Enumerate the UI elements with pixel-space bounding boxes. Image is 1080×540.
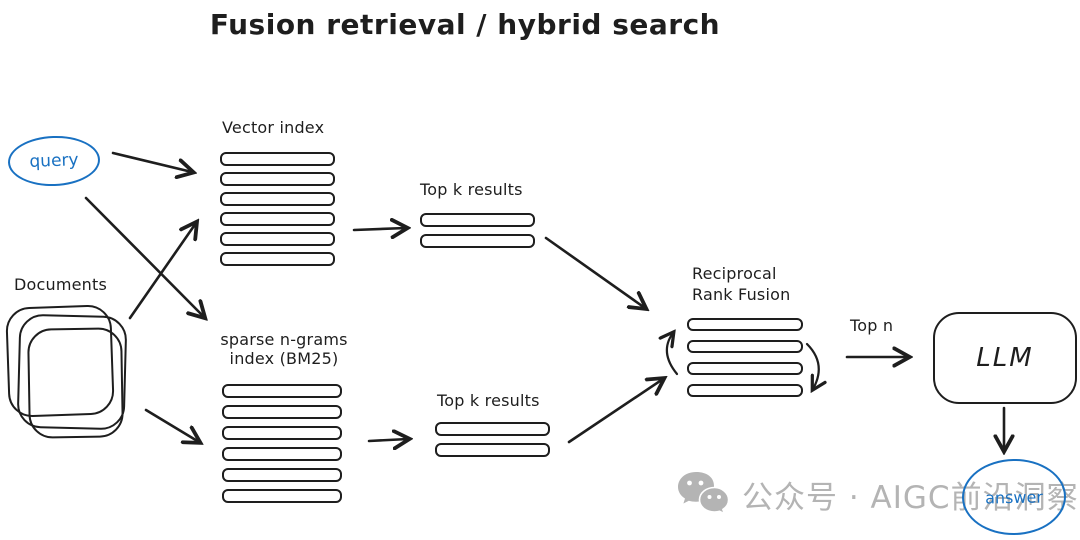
diagram-title: Fusion retrieval / hybrid search: [209, 8, 721, 41]
arrow-topk-vector-to-rrf: [544, 236, 645, 308]
index-row-bar: [222, 447, 342, 461]
index-row-bar: [687, 362, 803, 375]
index-row-bar: [420, 213, 535, 227]
index-row-bar: [420, 234, 535, 248]
llm-node: LLM: [933, 312, 1077, 404]
index-row-bar: [220, 232, 335, 246]
watermark-text: 公众号 · AIGC前沿洞察: [742, 479, 1079, 516]
index-row-bar: [220, 172, 335, 186]
index-row-bar: [222, 468, 342, 482]
index-row-bar: [220, 192, 335, 206]
documents-label: Documents: [14, 275, 108, 294]
index-row-bar: [687, 384, 803, 397]
query-label: query: [29, 150, 79, 172]
index-row-bar: [222, 384, 342, 398]
index-row-bar: [220, 252, 335, 266]
rrf-label: Reciprocal Rank Fusion: [692, 263, 790, 305]
sparse-index-label-line2: index (BM25): [229, 349, 339, 368]
topk-vector-label: Top k results: [420, 180, 523, 199]
vector-index-label: Vector index: [222, 118, 325, 137]
sparse-index-label-line1: sparse n-grams: [220, 330, 348, 349]
arrow-vector-index-to-topk: [352, 228, 406, 230]
index-row-bar: [435, 443, 550, 457]
index-row-bar: [220, 152, 335, 166]
rrf-label-line2: Rank Fusion: [692, 285, 791, 304]
index-row-bar: [220, 212, 335, 226]
topn-label: Top n: [850, 316, 894, 335]
index-row-bar: [687, 318, 803, 331]
topk-sparse-stack: [435, 422, 550, 457]
wechat-icon: [678, 472, 730, 516]
rrf-stack: [687, 318, 803, 397]
llm-label: LLM: [976, 343, 1034, 373]
index-row-bar: [435, 422, 550, 436]
answer-label: answer: [984, 486, 1044, 508]
index-row-bar: [687, 340, 803, 353]
arrow-query-to-sparse-index: [84, 196, 204, 317]
watermark: 公众号 · AIGC前沿洞察: [676, 470, 1079, 518]
rrf-label-line1: Reciprocal: [692, 264, 777, 283]
arrow-query-to-vector-index: [111, 151, 192, 172]
sparse-index-label: sparse n-grams index (BM25): [220, 330, 348, 368]
rrf-cycle-arrow-right: [805, 342, 819, 389]
rrf-cycle-arrow-left: [667, 333, 679, 376]
index-row-bar: [222, 489, 342, 503]
arrow-sparse-index-to-topk: [367, 439, 408, 441]
topk-vector-stack: [420, 213, 535, 248]
vector-index-stack: [220, 152, 335, 266]
document-page: [27, 327, 124, 439]
topk-sparse-label: Top k results: [437, 391, 540, 410]
arrow-documents-to-vector-index: [128, 223, 196, 320]
index-row-bar: [222, 426, 342, 440]
arrow-documents-to-sparse-index: [144, 408, 199, 442]
index-row-bar: [222, 405, 342, 419]
arrow-topk-sparse-to-rrf: [567, 379, 663, 444]
sparse-index-stack: [222, 384, 342, 503]
